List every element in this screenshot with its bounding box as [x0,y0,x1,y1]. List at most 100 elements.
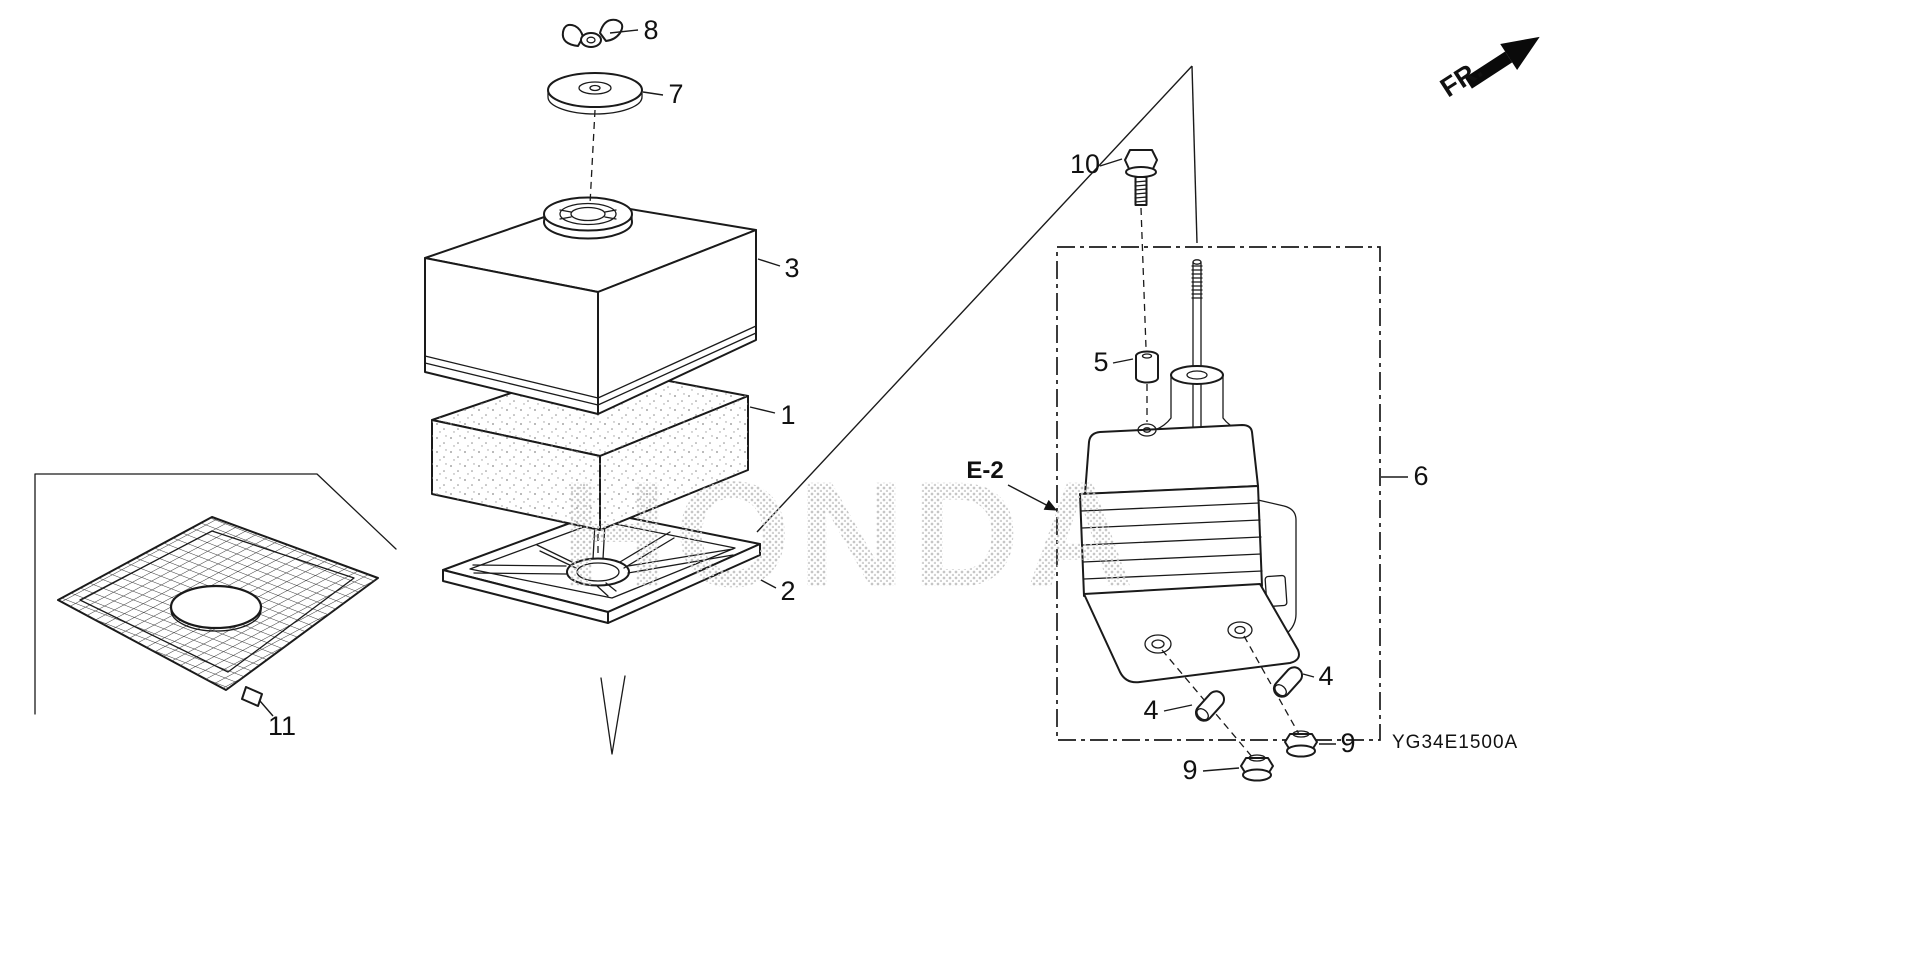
plate-center-hole [576,562,620,582]
cover-neck-tabs [559,209,617,220]
tube-lower-bore [1196,708,1209,721]
screen-tab [241,686,263,707]
base-plate-drawing [442,511,761,624]
callout-10: 10 [1070,149,1100,179]
case-stud [1191,259,1203,429]
case-ribs [1080,502,1263,580]
assembly-axis-top [589,109,596,205]
case-stud-boss-left [1144,634,1172,654]
wing-nut-hole [586,36,596,44]
nut-upper-flange [1286,744,1316,758]
flange-bolt-drawing [1124,149,1158,206]
cap-boss [578,81,612,95]
leader-10 [1099,158,1123,167]
callout-4b: 4 [1143,695,1158,725]
leader-3 [757,258,781,267]
wing-right [599,18,624,42]
screen-grid-drawing [57,516,379,707]
flange-nut-upper-drawing [1284,730,1318,758]
air-cleaner-case-drawing [1079,259,1300,684]
case-stud-hole-right [1234,625,1246,635]
cover-neck-inner-ring [559,202,617,226]
callout-3: 3 [784,253,799,283]
case-neck-top [1170,365,1224,385]
callout-2: 2 [780,576,795,606]
leader-1 [749,406,776,414]
reference-line-left [756,65,1193,533]
bolt-flange [1125,166,1157,178]
collar-drawing [1135,350,1159,384]
cover-neck-top [543,196,633,232]
plate-right-edge [607,543,761,624]
screen-inner-frame [79,530,355,673]
cover-lip-line-1 [424,325,757,399]
fr-direction-arrow [1464,36,1540,89]
leader-4b [1163,704,1193,712]
tube-upper-bore [1274,684,1287,697]
plate-inner-frame [469,520,736,599]
callout-7: 7 [668,79,683,109]
callout-8: 8 [643,15,658,45]
case-bolt-hole [1142,427,1152,433]
collar-bore [1141,353,1153,359]
case-neck-bore [1186,370,1208,380]
nut-lower-top [1248,754,1266,762]
leader-7 [642,91,664,96]
screen-center-hole [169,584,263,630]
case-bolt-boss [1137,423,1157,437]
pointer-triangle [600,675,626,755]
wing-nut-drawing [561,18,624,48]
callout-6: 6 [1413,461,1428,491]
cover-right-face [597,229,757,415]
fr-arrow-head [1500,36,1540,70]
case-stud-boss-right [1227,621,1253,639]
cover-lip-line-2 [424,332,757,406]
flange-nut-lower-drawing [1240,754,1274,782]
tube-upper-drawing [1272,666,1304,698]
leader-11 [259,700,274,717]
callout-4a: 4 [1318,661,1333,691]
case-bracket [1257,499,1297,649]
case-bracket-slot [1264,574,1288,608]
leader-8 [609,29,639,34]
detail-box-outline [1056,246,1381,741]
nut-upper-top [1292,730,1310,738]
screen-hole-thickness [170,609,262,632]
filter-texture-front [432,420,600,530]
leader-5 [1112,358,1134,364]
fr-arrow-shaft [1464,51,1513,89]
bolt-threads [1134,180,1148,203]
cover-neck-opening [570,206,606,222]
e2-arrow [1007,484,1058,511]
plate-spokes [472,522,734,597]
case-stud-hole-left [1151,639,1165,649]
wing-left [561,23,584,47]
detail-boundary-line [34,473,397,715]
callout-11: 11 [268,711,296,741]
watermark-text: HONDA [560,450,1140,618]
tube-lower-body [1194,690,1226,722]
leader-4a [1302,673,1315,678]
cap-rim [547,89,643,115]
cover-cap-drawing [547,72,643,115]
leader-9b [1202,767,1240,772]
reference-line-right [1191,65,1198,244]
filter-texture-right [600,396,748,530]
collar-body [1135,355,1159,384]
tube-lower-drawing [1194,690,1226,722]
nut-lower-flange [1242,768,1272,782]
callout-9b: 9 [1182,755,1197,785]
cap-center-hole [589,84,601,92]
e2-reference-label: E-2 [966,457,1003,484]
tube-upper-body [1272,666,1304,698]
drawing-code: YG34E1500A [1392,732,1518,753]
case-lower-flange [1083,583,1300,684]
leader-2 [760,579,777,589]
callout-1: 1 [780,400,795,430]
air-cleaner-cover-drawing [424,196,757,415]
wing-nut-body [580,32,602,48]
callout-9a: 9 [1340,728,1355,758]
